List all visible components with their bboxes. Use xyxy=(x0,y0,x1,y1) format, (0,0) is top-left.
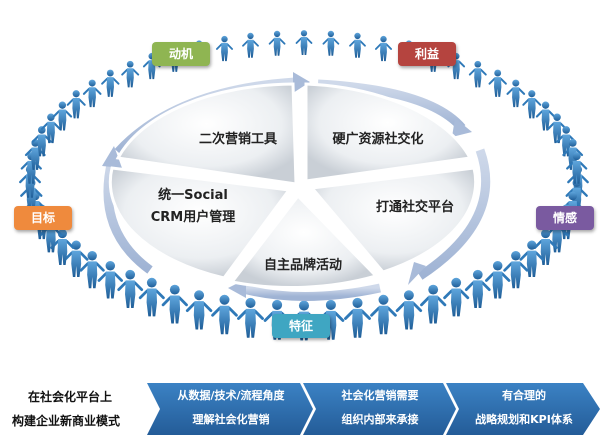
person-figure xyxy=(215,35,234,62)
segment-label-platform: 打通社交平台 xyxy=(375,200,454,215)
person-figure xyxy=(374,35,393,62)
segment-label-hard-sell: 硬广资源社交化 xyxy=(332,132,424,147)
person-figure xyxy=(242,32,259,58)
person-figure xyxy=(522,90,542,119)
segment-label-crm-2: CRM用户管理 xyxy=(150,210,236,225)
segment-tools xyxy=(115,82,298,186)
segment-brand xyxy=(229,193,379,289)
person-figure xyxy=(468,60,487,88)
band-step-1 xyxy=(147,383,313,435)
band-step-2-line-1: 社会化营销需要 xyxy=(341,389,419,402)
person-figure xyxy=(211,294,238,335)
person-figure xyxy=(488,69,507,97)
person-figure xyxy=(464,269,491,308)
bottom-band xyxy=(147,383,600,435)
person-figure xyxy=(31,126,52,157)
band-step-3-line-1: 有合理的 xyxy=(502,389,546,402)
person-figure xyxy=(97,261,123,299)
segment-label-brand: 自主品牌活动 xyxy=(263,258,342,273)
tag-emotion: 情感 xyxy=(536,206,594,230)
segment-hard-sell xyxy=(304,82,473,183)
person-figure xyxy=(63,240,89,277)
person-figure xyxy=(50,229,75,265)
tag-feature: 特征 xyxy=(272,314,330,338)
person-figure xyxy=(52,101,73,131)
band-step-2-line-2: 组织内部来承接 xyxy=(341,413,419,426)
segment-platform xyxy=(309,166,478,274)
person-figure xyxy=(420,284,447,324)
person-figure xyxy=(503,251,529,289)
arrow-bottom xyxy=(238,283,381,301)
person-figure xyxy=(535,101,556,131)
person-figure xyxy=(485,261,511,299)
person-figure xyxy=(566,152,588,184)
segment-crm xyxy=(108,166,292,280)
band-step-2 xyxy=(303,383,456,435)
tag-motivation: 动机 xyxy=(152,42,210,66)
band-step-1-line-2: 理解社会化营销 xyxy=(192,413,270,426)
person-figure xyxy=(161,284,188,324)
person-figure xyxy=(185,290,213,330)
segment-label-tools: 二次营销工具 xyxy=(198,132,277,147)
person-figure xyxy=(295,30,313,55)
pie xyxy=(108,82,478,289)
person-figure xyxy=(443,277,470,317)
arrowhead-top-left xyxy=(293,72,310,93)
segment-label-crm-1: 统一Social xyxy=(158,188,228,203)
person-figure xyxy=(268,30,286,56)
person-figure xyxy=(40,113,61,144)
person-figure xyxy=(82,79,102,108)
tag-benefit: 利益 xyxy=(398,42,456,66)
person-figure xyxy=(79,251,105,289)
arrow-top-right xyxy=(317,79,466,132)
band-step-1-line-1: 从数据/技术/流程角度 xyxy=(177,389,285,402)
arrowhead-left xyxy=(102,146,122,168)
arrow-right xyxy=(417,148,491,280)
arrowhead-top-right xyxy=(452,118,472,137)
person-figure xyxy=(121,60,140,88)
bottom-left-line-2: 构建企业新商业模式 xyxy=(12,414,121,428)
band-step-3 xyxy=(446,383,600,435)
person-figure xyxy=(344,297,371,338)
person-figure xyxy=(66,90,86,119)
tag-goal: 目标 xyxy=(14,206,72,230)
person-figure xyxy=(519,240,545,277)
person-figure xyxy=(237,297,264,338)
person-figure xyxy=(322,30,340,56)
person-figure xyxy=(349,32,366,58)
person-figure xyxy=(138,277,165,317)
person-figure xyxy=(506,79,526,108)
person-figure xyxy=(101,69,120,97)
person-figure xyxy=(117,269,144,308)
arrowhead-right xyxy=(408,262,426,285)
band-step-3-line-2: 战略规划和KPI体系 xyxy=(475,413,573,426)
person-figure xyxy=(395,290,423,330)
person-figure xyxy=(370,294,397,335)
bottom-left-line-1: 在社会化平台上 xyxy=(28,390,113,404)
